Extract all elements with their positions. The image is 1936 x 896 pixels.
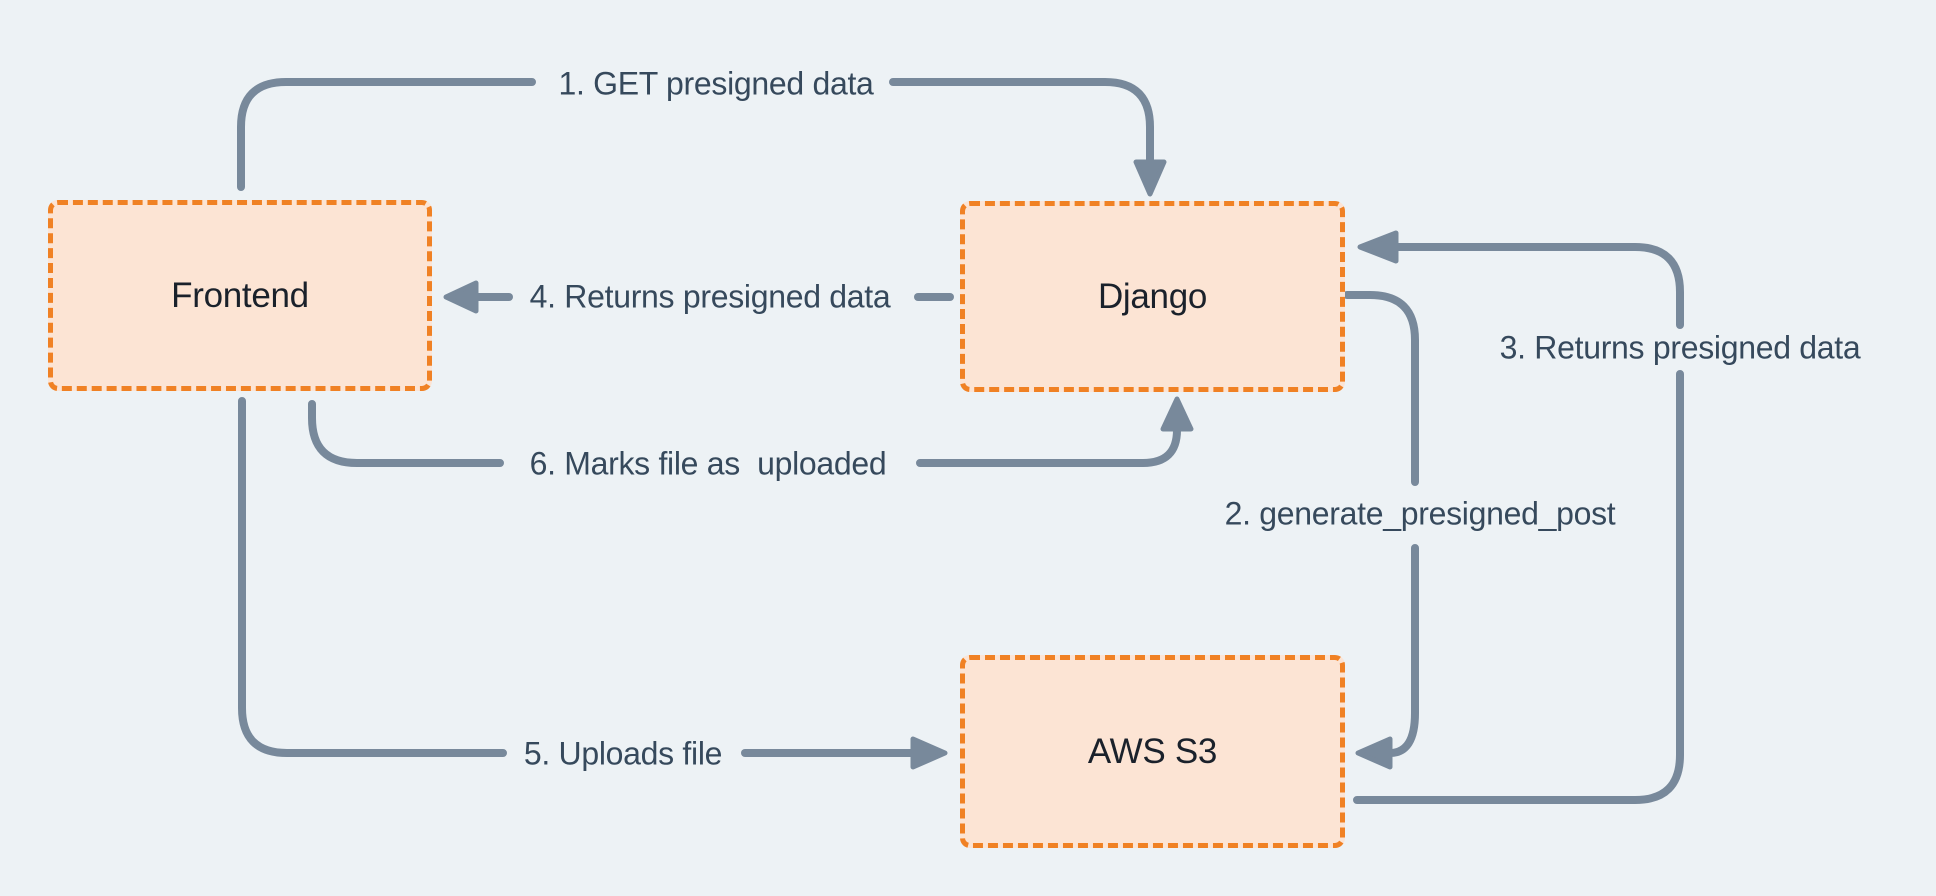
edge-6-arrowhead-up-icon — [1160, 396, 1194, 432]
edge-1-arrowhead-down-icon — [1133, 159, 1167, 197]
edge-3-arrowhead-left-icon — [1357, 230, 1399, 264]
edge-label-generate-presigned-post: 2. generate_presigned_post — [1224, 495, 1616, 532]
node-frontend: Frontend — [48, 200, 432, 391]
node-django-label: Django — [1097, 276, 1208, 316]
node-aws-s3: AWS S3 — [960, 655, 1345, 848]
edge-label-uploads-file: 5. Uploads file — [523, 735, 723, 772]
edge-6-line-end — [916, 426, 1181, 467]
edge-3-line-end — [1394, 243, 1684, 329]
edge-label-returns-presigned-data-django: 4. Returns presigned data — [529, 278, 891, 315]
edge-5-line-start — [238, 397, 507, 757]
edge-3-line-start — [1353, 370, 1684, 804]
node-frontend-label: Frontend — [171, 275, 309, 315]
edge-label-returns-presigned-data-s3: 3. Returns presigned data — [1499, 329, 1861, 366]
edge-5-arrowhead-right-icon — [910, 736, 948, 770]
edge-2-arrowhead-left-icon — [1355, 736, 1393, 770]
edge-1-line-start — [237, 78, 536, 191]
edge-2-line-start — [1343, 291, 1419, 486]
edge-label-marks-file-as-uploaded: 6. Marks file as uploaded — [529, 445, 887, 482]
edge-2-line-end — [1386, 544, 1419, 757]
edge-label-get-presigned-data: 1. GET presigned data — [558, 65, 874, 102]
node-django: Django — [960, 201, 1345, 392]
edge-6-line-start — [308, 400, 504, 467]
edge-4-arrowhead-left-icon — [443, 280, 479, 314]
node-aws-s3-label: AWS S3 — [1087, 731, 1218, 771]
edge-1-line-end — [889, 78, 1154, 168]
